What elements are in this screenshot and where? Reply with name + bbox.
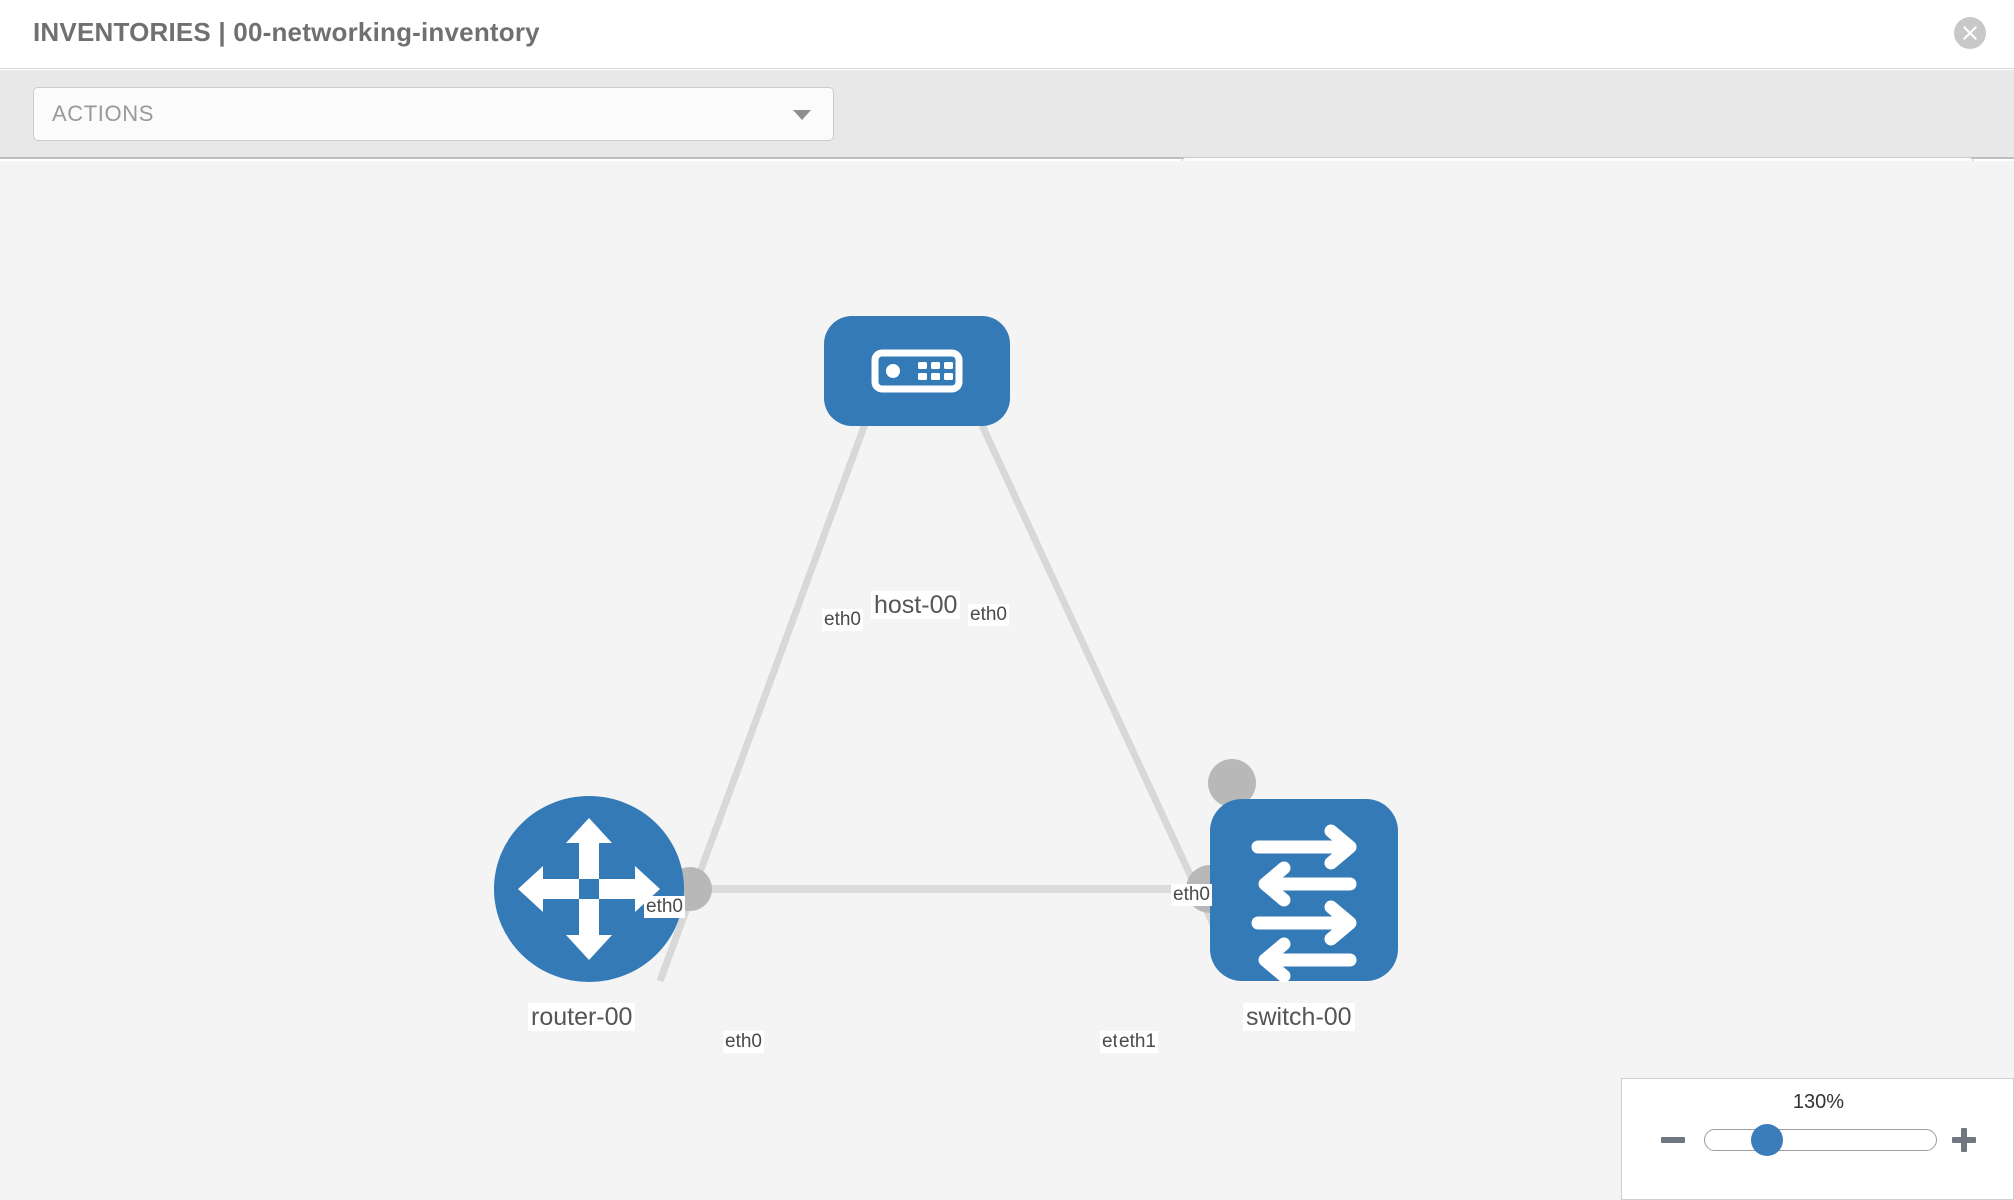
node-label-host-00: host-00 — [871, 591, 961, 620]
actions-dropdown[interactable]: ACTIONS — [33, 87, 834, 141]
connector-switch00-north — [1208, 759, 1256, 807]
node-label-switch-00: switch-00 — [1243, 1003, 1355, 1032]
node-host-00 — [824, 316, 1010, 426]
minus-icon[interactable] — [1658, 1125, 1688, 1155]
plus-icon[interactable] — [1949, 1125, 1979, 1155]
actions-dropdown-label: ACTIONS — [52, 101, 154, 126]
topology-canvas[interactable]: host-00 router-00 switch-00 eth0 eth0 et… — [0, 161, 2014, 1200]
chevron-down-icon — [793, 110, 811, 120]
zoom-level-value: 130% — [1792, 1091, 1845, 1113]
titlebar: INVENTORIES | 00-networking-inventory — [0, 0, 2014, 69]
page-title: INVENTORIES | 00-networking-inventory — [33, 17, 540, 47]
node-switch-00 — [1210, 799, 1398, 983]
iface-label-switch00-eth1-lan: eth1 — [1117, 1031, 1158, 1053]
switch-arrows-icon — [1251, 824, 1357, 983]
iface-label-host00-eth0-left: eth0 — [822, 609, 863, 631]
topology-links — [656, 354, 1234, 983]
zoom-slider-handle[interactable] — [1751, 1124, 1783, 1156]
node-label-router-00: router-00 — [528, 1003, 636, 1032]
iface-label-switch00-eth0-uplink: eth0 — [1171, 884, 1212, 906]
iface-label-host00-eth0-right: eth0 — [968, 604, 1009, 626]
zoom-slider-track[interactable] — [1704, 1129, 1937, 1151]
server-device-icon — [871, 349, 963, 393]
node-router-00 — [494, 796, 684, 982]
close-icon[interactable] — [1954, 17, 1986, 49]
zoom-control-panel: 130% — [1621, 1078, 2014, 1200]
iface-label-router00-eth0-lan: eth0 — [723, 1031, 764, 1053]
toolbar: ACTIONS SEARCH — [0, 70, 2014, 211]
link-host00-switch00 — [946, 354, 1234, 963]
iface-label-router00-eth0-uplink: eth0 — [644, 896, 685, 918]
